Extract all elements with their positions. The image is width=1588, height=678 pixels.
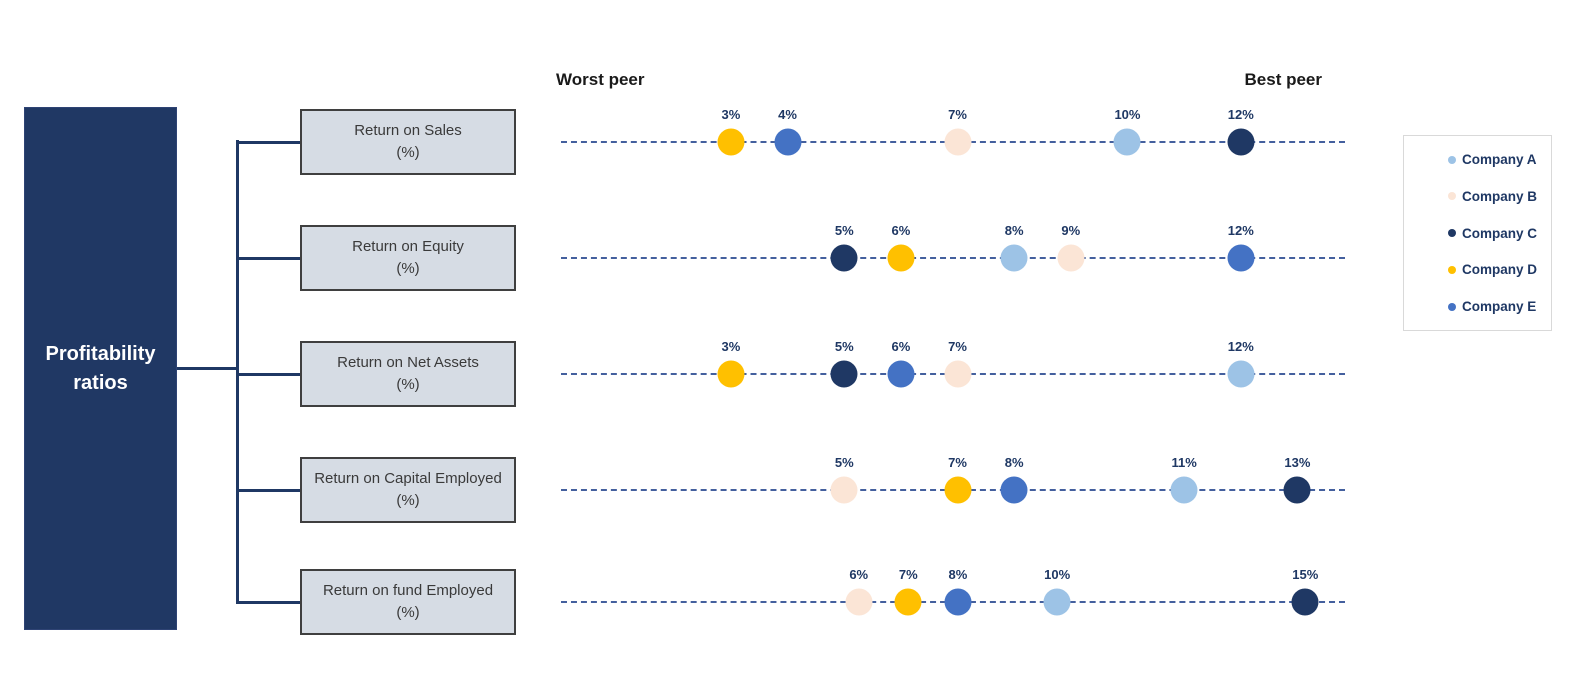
legend-series-label: Company D	[1462, 262, 1538, 278]
data-point-value-label: 3%	[721, 339, 741, 354]
metric-box: Return on Capital Employed (%)	[300, 457, 516, 523]
data-point-dot	[1283, 476, 1311, 504]
data-point-value-label: 12%	[1227, 339, 1254, 354]
worst-peer-label: Worst peer	[556, 70, 645, 89]
data-point-value-label: 5%	[834, 223, 854, 238]
data-point-dot	[830, 476, 858, 504]
data-point-value-label: 12%	[1227, 107, 1254, 122]
data-point-value-label: 15%	[1292, 567, 1319, 582]
data-point-dot	[845, 588, 873, 616]
dot-row: 3% 5% 6% 7% 12%	[561, 337, 1345, 411]
data-point-dot	[887, 360, 915, 388]
data-point-value-label: 10%	[1114, 107, 1141, 122]
legend-series-label: Company A	[1462, 152, 1537, 167]
legend-series-label: Company E	[1462, 299, 1537, 314]
root-category-title: Profitability ratios	[45, 342, 156, 394]
connector-root-stub	[177, 367, 238, 370]
dot-row: 3% 4% 7% 10% 12%	[561, 105, 1345, 179]
data-point-value-label: 7%	[948, 107, 967, 122]
connector-branch-line	[236, 140, 301, 144]
metric-name: Return on fund Employed	[322, 581, 494, 599]
connector-branch-line	[236, 600, 301, 604]
data-point-value-label: 10%	[1044, 567, 1071, 582]
root-category-box: Profitability ratios	[24, 107, 177, 630]
data-point-value-label: 6%	[891, 339, 911, 354]
data-point-dot	[944, 360, 972, 388]
metric-box: Return on Equity (%)	[300, 225, 516, 291]
data-point-value-label: 11%	[1171, 455, 1197, 470]
best-peer-label: Best peer	[1244, 70, 1322, 89]
metric-unit-label: (%)	[396, 604, 420, 621]
legend-color-dot	[1448, 155, 1456, 164]
data-point-value-label: 12%	[1227, 223, 1254, 238]
legend-color-dot	[1448, 229, 1456, 237]
connector-branch-line	[236, 256, 301, 260]
data-point-value-label: 5%	[834, 339, 854, 354]
legend-item: Company B	[1448, 189, 1551, 204]
data-point-value-label: 7%	[898, 567, 918, 582]
legend-color-dot	[1448, 302, 1456, 311]
data-point-value-label: 3%	[721, 107, 741, 122]
data-point-dot	[944, 476, 972, 504]
metric-name: Return on Equity	[352, 237, 464, 255]
data-point-dot	[717, 360, 745, 388]
data-point-value-label: 4%	[778, 107, 797, 122]
data-point-dot	[1227, 244, 1255, 272]
metric-box: Return on Net Assets (%)	[300, 341, 516, 407]
data-point-value-label: 5%	[834, 455, 854, 470]
connector-branch-line	[236, 372, 301, 376]
metric-name: Return on Net Assets	[337, 353, 479, 371]
metric-unit-label: (%)	[396, 144, 420, 161]
data-point-dot	[774, 128, 802, 156]
dot-row: 5% 6% 8% 9% 12%	[561, 221, 1345, 295]
data-point-dot	[1057, 244, 1085, 272]
legend-item: Company A	[1448, 152, 1551, 167]
dot-row: 6% 7% 8% 10% 15%	[561, 565, 1345, 639]
metric-name: Return on Capital Employed	[314, 469, 502, 487]
legend-series-label: Company C	[1462, 225, 1538, 241]
data-point-dot	[1227, 360, 1255, 388]
legend-item: Company E	[1448, 299, 1551, 314]
data-point-dot	[894, 588, 922, 616]
legend-item: Company D	[1448, 262, 1551, 277]
data-point-dot	[1000, 476, 1028, 504]
data-point-value-label: 8%	[948, 567, 968, 582]
metric-unit-label: (%)	[396, 492, 420, 509]
data-point-dot	[944, 128, 972, 156]
connector-branch-line	[236, 488, 301, 492]
data-point-dot	[1291, 588, 1319, 616]
data-point-dot	[1113, 128, 1141, 156]
data-point-value-label: 13%	[1284, 455, 1311, 470]
metric-unit-label: (%)	[396, 260, 420, 277]
data-point-dot	[1170, 476, 1198, 504]
metric-box: Return on Sales (%)	[300, 109, 516, 175]
data-point-value-label: 9%	[1061, 223, 1081, 238]
dot-row: 5% 7% 8% 11% 13%	[561, 453, 1345, 527]
data-point-dot	[717, 128, 745, 156]
data-point-value-label: 6%	[849, 567, 869, 582]
data-point-value-label: 7%	[948, 455, 967, 470]
data-point-dot	[944, 588, 972, 616]
legend-color-dot	[1448, 192, 1456, 201]
legend-series-label: Company B	[1462, 188, 1538, 204]
metric-unit-label: (%)	[396, 376, 420, 393]
data-point-value-label: 7%	[948, 339, 967, 354]
metric-box: Return on fund Employed (%)	[300, 569, 516, 635]
data-point-value-label: 8%	[1004, 455, 1024, 470]
connector-trunk	[236, 140, 239, 603]
data-point-value-label: 8%	[1004, 223, 1024, 238]
metric-name: Return on Sales	[354, 121, 462, 139]
data-point-dot	[830, 244, 858, 272]
data-point-dot	[1000, 244, 1028, 272]
legend-color-dot	[1448, 265, 1456, 274]
legend-item: Company C	[1448, 226, 1551, 241]
data-point-dot	[1043, 588, 1071, 616]
benchmark-axis-line	[561, 257, 1345, 259]
data-point-dot	[830, 360, 858, 388]
legend: Company A Company B Company C Company D Comp…	[1403, 135, 1552, 331]
data-point-dot	[1227, 128, 1255, 156]
data-point-value-label: 6%	[891, 223, 911, 238]
data-point-dot	[887, 244, 915, 272]
